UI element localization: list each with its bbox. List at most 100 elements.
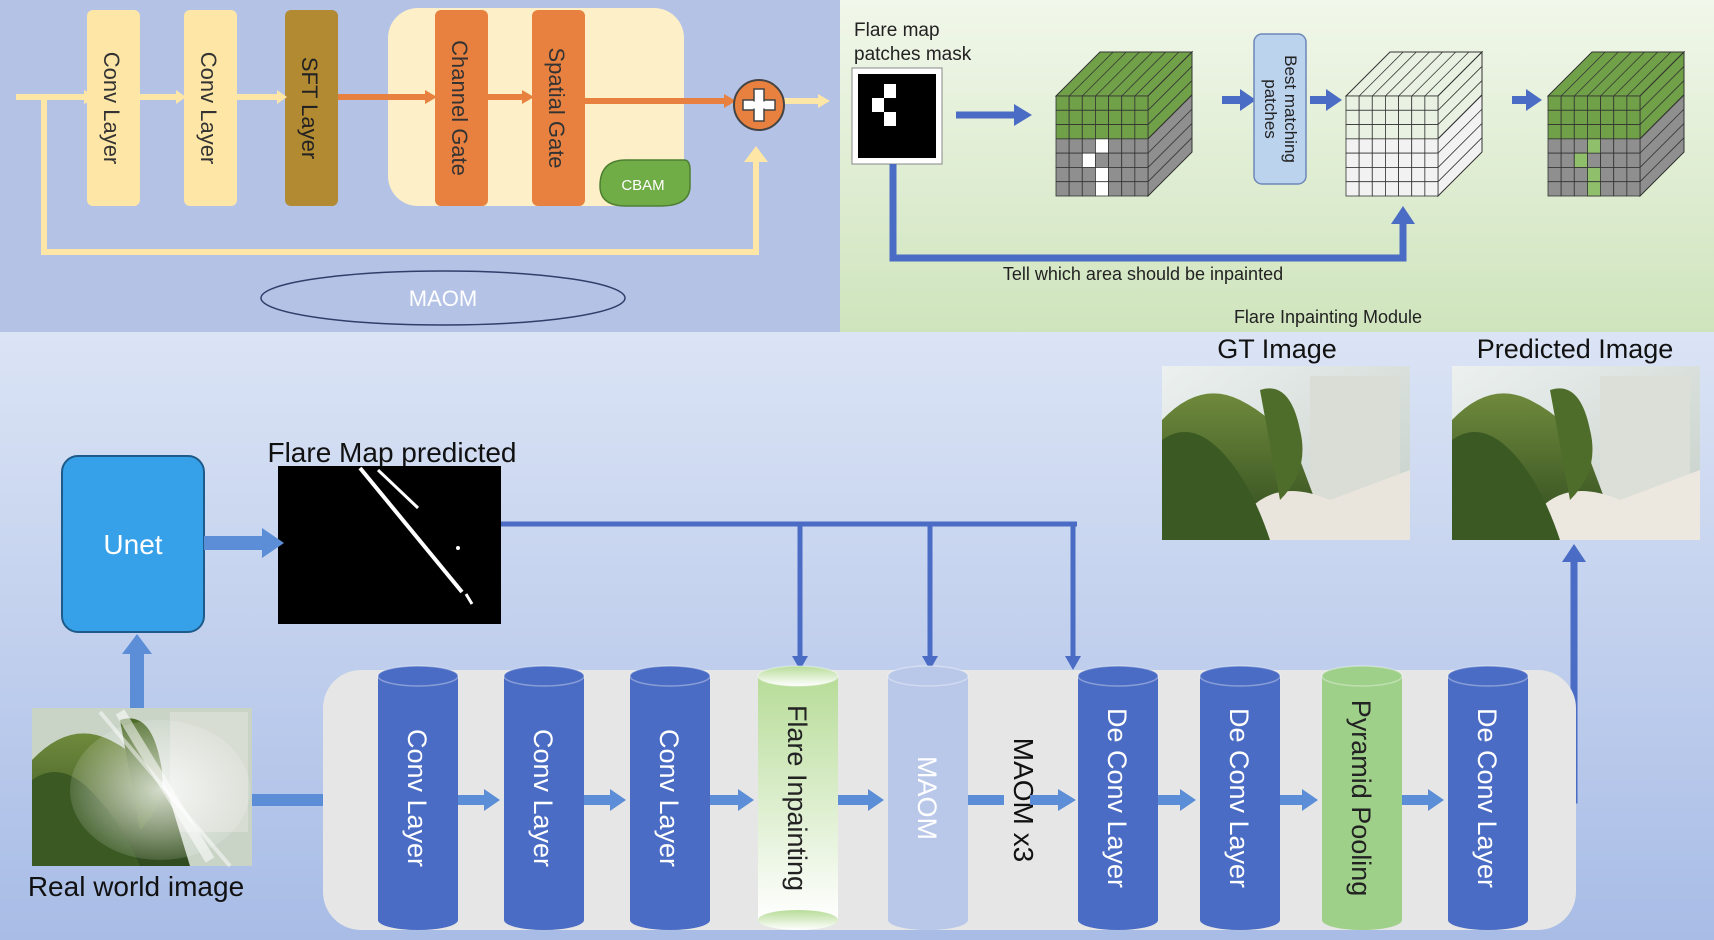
layer-cylinder-label: De Conv Layer — [1102, 708, 1132, 888]
cube-patches-cell — [1424, 181, 1439, 197]
maom-arrows — [140, 90, 830, 108]
tell-area-text: Tell which area should be inpainted — [1003, 264, 1283, 284]
cube-input-cell — [1121, 95, 1136, 111]
cube-output-cell — [1626, 167, 1641, 183]
cube-output-cell — [1626, 152, 1641, 168]
cube-input-cell — [1068, 167, 1083, 183]
cube-patches-cell — [1411, 167, 1426, 183]
cube-input-cell — [1121, 124, 1136, 140]
cube-patches-cell — [1371, 124, 1386, 140]
cube-patches-cell — [1371, 95, 1386, 111]
cube-output-cell — [1573, 181, 1588, 197]
cube-patches-cell — [1371, 152, 1386, 168]
mask-label-line1: Flare map — [854, 20, 940, 41]
cube-output-cell — [1600, 181, 1615, 197]
mask-patch-1 — [884, 84, 896, 98]
cube-output-cell — [1613, 181, 1628, 197]
cube-patches-cell — [1424, 109, 1439, 125]
cube-input-cell — [1055, 152, 1070, 168]
skip-arrow-head — [744, 146, 768, 162]
cube-output-cell — [1626, 109, 1641, 125]
cube-input-cell — [1121, 138, 1136, 154]
cube-input-cell — [1108, 152, 1123, 168]
cube-output-cell — [1573, 95, 1588, 111]
cube-patches-cell — [1424, 152, 1439, 168]
mask-patch-2 — [872, 98, 884, 112]
layer-cylinder-9: De Conv Layer — [1447, 665, 1529, 930]
cbam-badge — [599, 159, 691, 207]
cube-patches-cell — [1345, 109, 1360, 125]
cube-patches-cell — [1424, 124, 1439, 140]
cube-output-cell — [1613, 138, 1628, 154]
cube-input-cell — [1134, 95, 1149, 111]
cube-output-cell — [1600, 152, 1615, 168]
cube-patches-cell — [1385, 124, 1399, 140]
cube-input-cell — [1121, 109, 1136, 125]
cube-output-cell — [1547, 152, 1562, 168]
cube-output-cell — [1573, 138, 1588, 154]
cube-patches-cell — [1371, 109, 1386, 125]
cube-patches-cell — [1411, 152, 1426, 168]
cube-input-cell — [1068, 95, 1083, 111]
cube-output-cell — [1587, 95, 1601, 111]
cube-input-cell — [1068, 124, 1083, 140]
cube-output-cell — [1560, 167, 1575, 183]
cube-patches-cell — [1398, 181, 1413, 197]
cube-input-cell — [1055, 109, 1070, 125]
cube-output-cell — [1626, 181, 1641, 197]
layer-arrows — [458, 789, 1444, 811]
flare-map-label: Flare Map predicted — [267, 437, 516, 468]
cube-output-cell — [1626, 138, 1641, 154]
cube-input-cell — [1081, 124, 1096, 140]
cube-output-inpainted-cell — [1587, 181, 1601, 197]
cube-input-cell — [1134, 167, 1149, 183]
cube-patches-cell — [1358, 124, 1373, 140]
cube-patches-cell — [1411, 95, 1426, 111]
cube-output-cell — [1573, 167, 1588, 183]
feature-cube-output — [1546, 50, 1686, 198]
cube-input-cell — [1055, 138, 1070, 154]
cube-output-inpainted-cell — [1587, 167, 1601, 183]
cube-input-cell — [1055, 95, 1070, 111]
cube-patches-cell — [1385, 95, 1399, 111]
cube-input-cell — [1068, 181, 1083, 197]
layer-cylinder-label: De Conv Layer — [1472, 708, 1502, 888]
unet-to-map-arrow-head — [262, 528, 284, 558]
layer-cylinder-6: De Conv Layer — [1077, 665, 1159, 930]
channel-gate-label: Channel Gate — [447, 40, 472, 176]
spatial-gate-label: Spatial Gate — [544, 47, 569, 168]
cube-input-cell — [1055, 181, 1070, 197]
cube-input-cell — [1108, 167, 1123, 183]
cube-input-cell — [1068, 138, 1083, 154]
maom-module-label: MAOM — [409, 286, 477, 311]
cube-output-cell — [1573, 124, 1588, 140]
cbam-label: CBAM — [621, 177, 664, 194]
layer-cylinder-3: Conv Layer — [629, 665, 711, 930]
predicted-image-label: Predicted Image — [1477, 334, 1674, 364]
cube-output-cell — [1626, 95, 1641, 111]
cube-patches-cell — [1358, 181, 1373, 197]
flare-map-bus — [501, 521, 1077, 658]
flare-map-bus-heads — [792, 656, 1081, 670]
layer-cylinder-2: Conv Layer — [503, 665, 585, 930]
maom-conv-layer-1 — [87, 10, 140, 206]
cube-patches-cell — [1398, 152, 1413, 168]
flare-map-image — [278, 466, 501, 624]
cube-input-cell — [1081, 138, 1096, 154]
cube-output-cell — [1613, 95, 1628, 111]
cube-input-cell — [1081, 181, 1096, 197]
cube-input-cell — [1095, 152, 1109, 168]
sft-layer — [285, 10, 338, 206]
output-arrow-head — [1562, 544, 1586, 562]
cube-input-cell — [1095, 109, 1109, 125]
cube-output-cell — [1613, 124, 1628, 140]
cube-patches-cell — [1424, 138, 1439, 154]
layer-cylinder-5: MAOM — [887, 665, 969, 930]
maom-skip-connection — [16, 94, 759, 255]
cube-input-cell — [1134, 152, 1149, 168]
cube-patches-cell — [1371, 181, 1386, 197]
cube-patches-cell — [1345, 152, 1360, 168]
cube-output-cell — [1587, 152, 1601, 168]
cube-patches-cell — [1385, 109, 1399, 125]
